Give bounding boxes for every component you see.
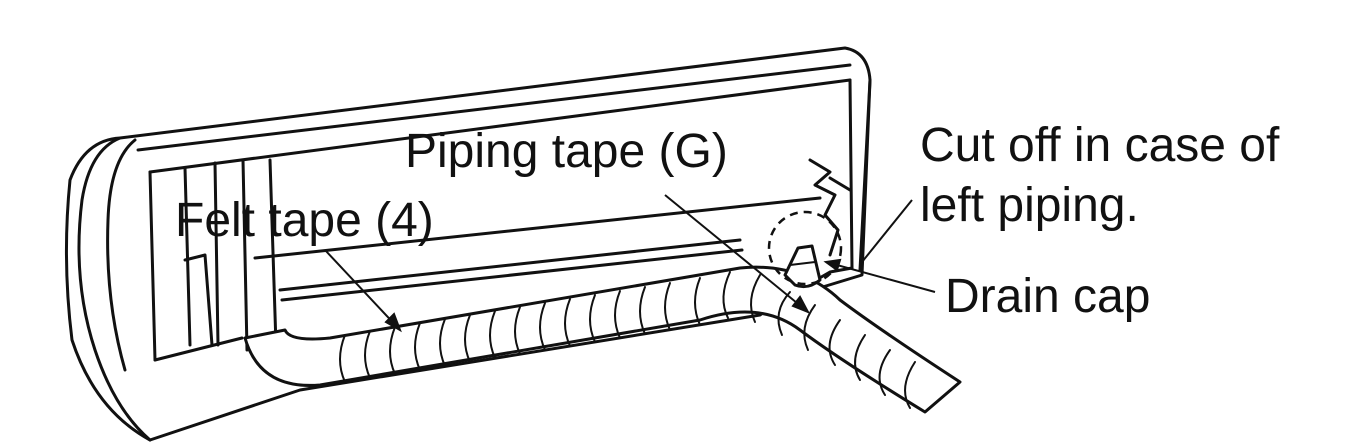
- cut-off-label-line2: left piping.: [920, 179, 1139, 232]
- piping-tape-leader: [664, 194, 809, 313]
- drain-cap-arrowhead: [823, 258, 842, 272]
- felt-tape-arrowhead: [384, 312, 402, 333]
- felt-tape-label: Felt tape (4): [175, 194, 434, 247]
- drain-cap-leader: [825, 261, 936, 293]
- wrapped-piping: [243, 244, 962, 414]
- felt-tape-leader: [324, 249, 401, 331]
- piping-tape-label: Piping tape (G): [405, 125, 728, 178]
- drain-cap-label: Drain cap: [945, 270, 1150, 323]
- cut-off-label-line1: Cut off in case of: [920, 119, 1280, 172]
- leader-lines: [324, 194, 936, 333]
- drain-cap-cutoff-circle: [767, 210, 843, 286]
- cut-off-leader: [861, 199, 913, 263]
- piping-tape-arrowhead: [791, 295, 811, 314]
